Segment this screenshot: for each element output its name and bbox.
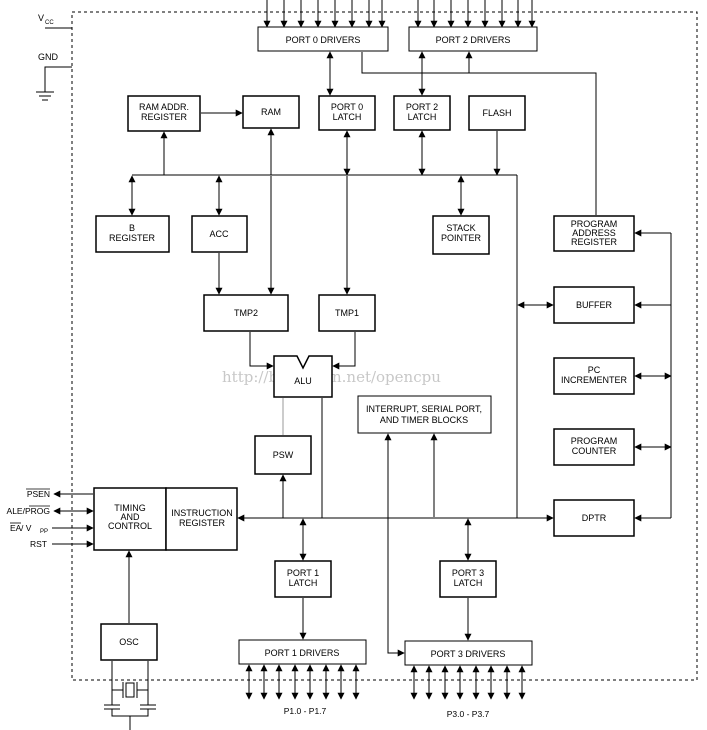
svg-text:/ V: / V [21, 523, 32, 533]
stack-pointer-block: STACK POINTER [432, 215, 490, 255]
port1-pin-range-label: P1.0 - P1.7 [284, 706, 327, 716]
svg-text:PORT 1 DRIVERS: PORT 1 DRIVERS [265, 648, 340, 658]
svg-text:ADDRESS: ADDRESS [572, 228, 616, 238]
svg-text:REGISTER: REGISTER [141, 112, 188, 122]
svg-text:PROGRAM: PROGRAM [571, 219, 618, 229]
chip-boundary [71, 11, 698, 681]
rst-pin-label: RST [30, 539, 47, 549]
svg-text:PORT 3: PORT 3 [452, 568, 484, 578]
svg-text:PORT 0 DRIVERS: PORT 0 DRIVERS [286, 35, 361, 45]
svg-text:PC: PC [588, 365, 601, 375]
b-register-block: B REGISTER [95, 215, 170, 253]
svg-text:DPTR: DPTR [582, 513, 607, 523]
svg-text:INSTRUCTION: INSTRUCTION [171, 508, 233, 518]
svg-text:TMP1: TMP1 [335, 308, 359, 318]
port3-latch-block: PORT 3 LATCH [439, 560, 497, 598]
svg-text:REGISTER: REGISTER [571, 237, 618, 247]
svg-text:PORT 2: PORT 2 [406, 102, 438, 112]
svg-text:PORT 2 DRIVERS: PORT 2 DRIVERS [436, 35, 511, 45]
svg-text:REGISTER: REGISTER [109, 233, 156, 243]
connection-lines [52, 51, 672, 657]
svg-text:ACC: ACC [209, 229, 229, 239]
osc-block: OSC [100, 623, 158, 661]
port2-latch-block: PORT 2 LATCH [393, 95, 451, 131]
port3-pins [410, 665, 526, 700]
tmp1-block: TMP1 [318, 294, 376, 332]
timing-control-block: TIMING AND CONTROL [93, 487, 167, 551]
svg-text:LATCH: LATCH [289, 578, 318, 588]
psen-pin-label: PSEN [26, 488, 50, 499]
svg-text:PORT 1: PORT 1 [287, 568, 319, 578]
svg-text:COUNTER: COUNTER [572, 446, 617, 456]
svg-text:PROGRAM: PROGRAM [571, 436, 618, 446]
port0-pins [263, 0, 386, 28]
alu-block: ALU [273, 355, 333, 398]
svg-text:V: V [38, 13, 44, 23]
svg-text:FLASH: FLASH [482, 108, 511, 118]
ale-prog-pin-label: ALE/PROG [7, 505, 50, 516]
svg-text:LATCH: LATCH [408, 112, 437, 122]
vcc-label: V CC [38, 13, 54, 26]
svg-text:INTERRUPT, SERIAL PORT,: INTERRUPT, SERIAL PORT, [366, 404, 482, 414]
svg-text:PORT 3 DRIVERS: PORT 3 DRIVERS [431, 649, 506, 659]
svg-text:EA: EA [10, 523, 22, 533]
svg-text:PP: PP [40, 529, 48, 535]
dptr-block: DPTR [553, 499, 635, 537]
port3-pin-range-label: P3.0 - P3.7 [447, 709, 490, 719]
ground-icon [36, 66, 72, 101]
svg-text:BUFFER: BUFFER [576, 300, 613, 310]
svg-text:ALE/PROG: ALE/PROG [7, 506, 50, 516]
program-counter-block: PROGRAM COUNTER [553, 428, 635, 466]
svg-text:CC: CC [45, 20, 54, 26]
gnd-label: GND [38, 52, 59, 62]
port1-drivers-block: PORT 1 DRIVERS [238, 639, 367, 665]
port2-pins [414, 0, 536, 28]
port1-latch-block: PORT 1 LATCH [274, 560, 332, 598]
svg-text:INCREMENTER: INCREMENTER [561, 375, 628, 385]
port0-drivers-block: PORT 0 DRIVERS [257, 26, 389, 52]
pc-incrementer-block: PC INCREMENTER [553, 357, 635, 395]
svg-text:STACK: STACK [446, 223, 475, 233]
flash-block: FLASH [468, 95, 526, 131]
program-address-register-block: PROGRAM ADDRESS REGISTER [553, 215, 635, 252]
ram-addr-register-block: RAM ADDR. REGISTER [127, 95, 201, 132]
svg-text:TIMING: TIMING [114, 503, 146, 513]
svg-text:PSEN: PSEN [27, 489, 50, 499]
svg-text:REGISTER: REGISTER [179, 518, 226, 528]
port0-latch-block: PORT 0 LATCH [318, 95, 376, 131]
svg-text:TMP2: TMP2 [234, 308, 258, 318]
ram-block: RAM [242, 95, 300, 129]
svg-text:PORT 0: PORT 0 [331, 102, 363, 112]
port1-pins [245, 664, 360, 700]
svg-text:OSC: OSC [119, 637, 139, 647]
buffer-block: BUFFER [553, 286, 635, 324]
instruction-register-block: INSTRUCTION REGISTER [165, 487, 238, 551]
svg-text:B: B [129, 223, 135, 233]
tmp2-block: TMP2 [203, 294, 289, 332]
port3-drivers-block: PORT 3 DRIVERS [404, 640, 533, 666]
port2-drivers-block: PORT 2 DRIVERS [408, 26, 538, 52]
svg-text:LATCH: LATCH [333, 112, 362, 122]
svg-text:RAM ADDR.: RAM ADDR. [139, 102, 189, 112]
svg-text:POINTER: POINTER [441, 233, 482, 243]
svg-text:AND: AND [120, 512, 140, 522]
acc-block: ACC [191, 215, 248, 253]
svg-text:PSW: PSW [273, 450, 294, 460]
interrupt-serial-timer-block: INTERRUPT, SERIAL PORT, AND TIMER BLOCKS [357, 395, 492, 434]
svg-text:CONTROL: CONTROL [108, 521, 152, 531]
svg-text:RAM: RAM [261, 107, 281, 117]
svg-text:LATCH: LATCH [454, 578, 483, 588]
crystal-icon [104, 661, 156, 730]
ea-vpp-pin-label: EA / V PP [10, 522, 48, 535]
svg-text:AND TIMER BLOCKS: AND TIMER BLOCKS [380, 415, 468, 425]
psw-block: PSW [254, 435, 312, 475]
svg-text:ALU: ALU [294, 376, 312, 386]
